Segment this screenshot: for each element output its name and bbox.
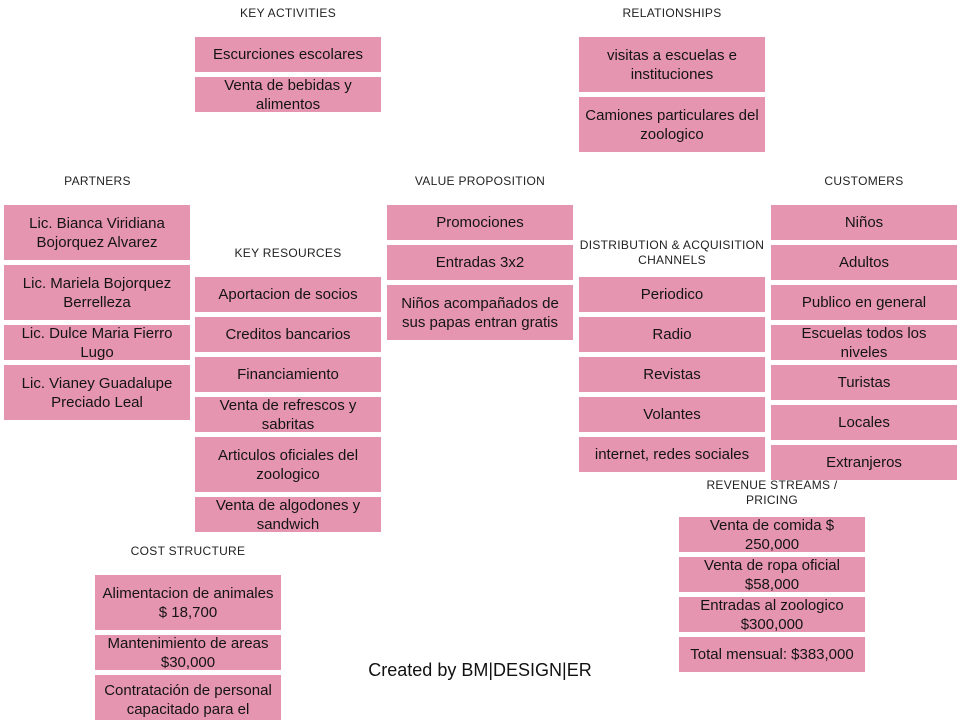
revenue-item: Venta de comida $ 250,000	[679, 517, 865, 552]
distribution-channel-item: Revistas	[579, 357, 765, 392]
created-by-footer: Created by BM|DESIGN|ER	[368, 660, 592, 680]
partner-item: Lic. Mariela Bojorquez Berrelleza	[4, 265, 190, 320]
value-proposition-item: Entradas 3x2	[387, 245, 573, 280]
key-activity-item: Escurciones escolares	[195, 37, 381, 72]
key-resource-item: Financiamiento	[195, 357, 381, 392]
header-revenue: REVENUE STREAMS / PRICING	[706, 478, 838, 507]
header-partners: PARTNERS	[64, 174, 131, 188]
distribution-channel-item: Radio	[579, 317, 765, 352]
value-proposition-item: Promociones	[387, 205, 573, 240]
header-distribution: DISTRIBUTION & ACQUISITION CHANNELS	[579, 238, 765, 267]
customer-item: Niños	[771, 205, 957, 240]
header-relationships: RELATIONSHIPS	[622, 6, 722, 20]
key-resource-item: Aportacion de socios	[195, 277, 381, 312]
header-key-resources: KEY RESOURCES	[234, 246, 342, 260]
distribution-channel-item: internet, redes sociales	[579, 437, 765, 472]
revenue-item: Entradas al zoologico $300,000	[679, 597, 865, 632]
partner-item: Lic. Vianey Guadalupe Preciado Leal	[4, 365, 190, 420]
customer-item: Extranjeros	[771, 445, 957, 480]
customer-item: Escuelas todos los niveles	[771, 325, 957, 360]
partner-item: Lic. Bianca Viridiana Bojorquez Alvarez	[4, 205, 190, 260]
cost-item: Mantenimiento de areas $30,000	[95, 635, 281, 670]
value-proposition-item: Niños acompañados de sus papas entran gr…	[387, 285, 573, 340]
cost-item: Contratación de personal capacitado para…	[95, 675, 281, 720]
revenue-item: Venta de ropa oficial $58,000	[679, 557, 865, 592]
header-key-activities: KEY ACTIVITIES	[239, 6, 336, 20]
distribution-channel-item: Volantes	[579, 397, 765, 432]
customer-item: Publico en general	[771, 285, 957, 320]
partner-item: Lic. Dulce Maria Fierro Lugo	[4, 325, 190, 360]
key-activity-item: Venta de bebidas y alimentos	[195, 77, 381, 112]
header-customers: CUSTOMERS	[824, 174, 904, 188]
header-cost: COST STRUCTURE	[130, 544, 246, 558]
key-resource-item: Venta de algodones y sandwich	[195, 497, 381, 532]
distribution-channel-item: Periodico	[579, 277, 765, 312]
key-resource-item: Venta de refrescos y sabritas	[195, 397, 381, 432]
cost-item: Alimentacion de animales $ 18,700	[95, 575, 281, 630]
relationship-item: visitas a escuelas e instituciones	[579, 37, 765, 92]
relationship-item: Camiones particulares del zoologico	[579, 97, 765, 152]
header-value-proposition: VALUE PROPOSITION	[414, 174, 546, 188]
customer-item: Locales	[771, 405, 957, 440]
key-resource-item: Articulos oficiales del zoologico	[195, 437, 381, 492]
key-resource-item: Creditos bancarios	[195, 317, 381, 352]
customer-item: Adultos	[771, 245, 957, 280]
revenue-total-item: Total mensual: $383,000	[679, 637, 865, 672]
customer-item: Turistas	[771, 365, 957, 400]
